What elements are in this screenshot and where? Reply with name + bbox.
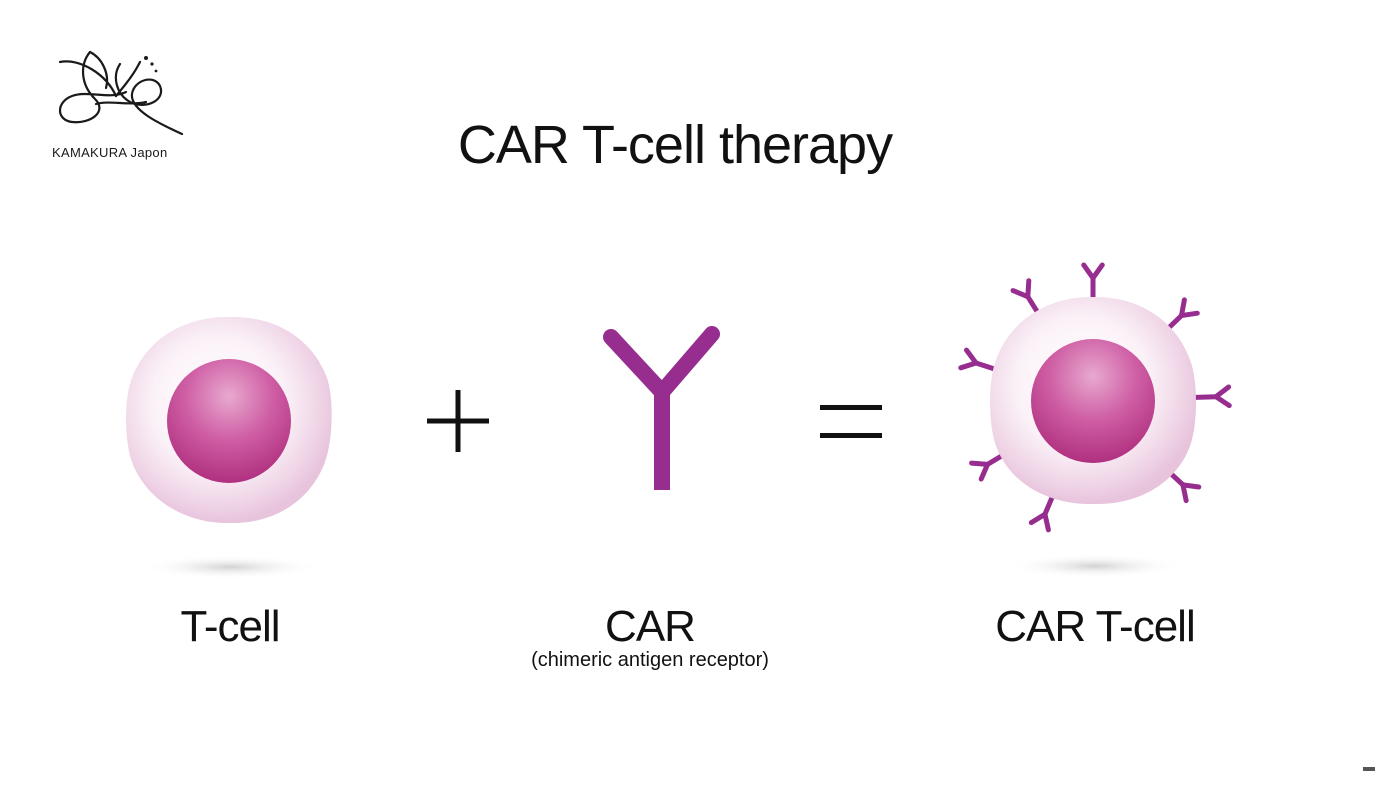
butterfly-logo-icon [58, 50, 184, 136]
car-t-cell-shadow [1007, 554, 1183, 578]
t-cell-nucleus [167, 359, 291, 483]
plus-icon [427, 390, 489, 452]
car-t-cell-receptors [958, 262, 1232, 533]
equals-icon [820, 405, 882, 438]
t-cell-shadow [140, 555, 320, 579]
car-t-cell-nucleus [1031, 339, 1155, 463]
t-cell-label: T-cell [180, 602, 280, 651]
brand-logo: KAMAKURA Japon [44, 44, 194, 169]
car-label: CAR [605, 602, 696, 651]
car-t-cell-label: CAR T-cell [995, 602, 1195, 651]
corner-mark [1363, 767, 1375, 771]
car-sublabel: (chimeric antigen receptor) [531, 649, 769, 671]
logo-text: KAMAKURA Japon [52, 145, 168, 160]
page-title: CAR T-cell therapy [457, 115, 893, 175]
t-cell-icon [126, 316, 332, 579]
car-receptor-icon [603, 326, 720, 490]
car-t-cell-icon [958, 262, 1232, 578]
